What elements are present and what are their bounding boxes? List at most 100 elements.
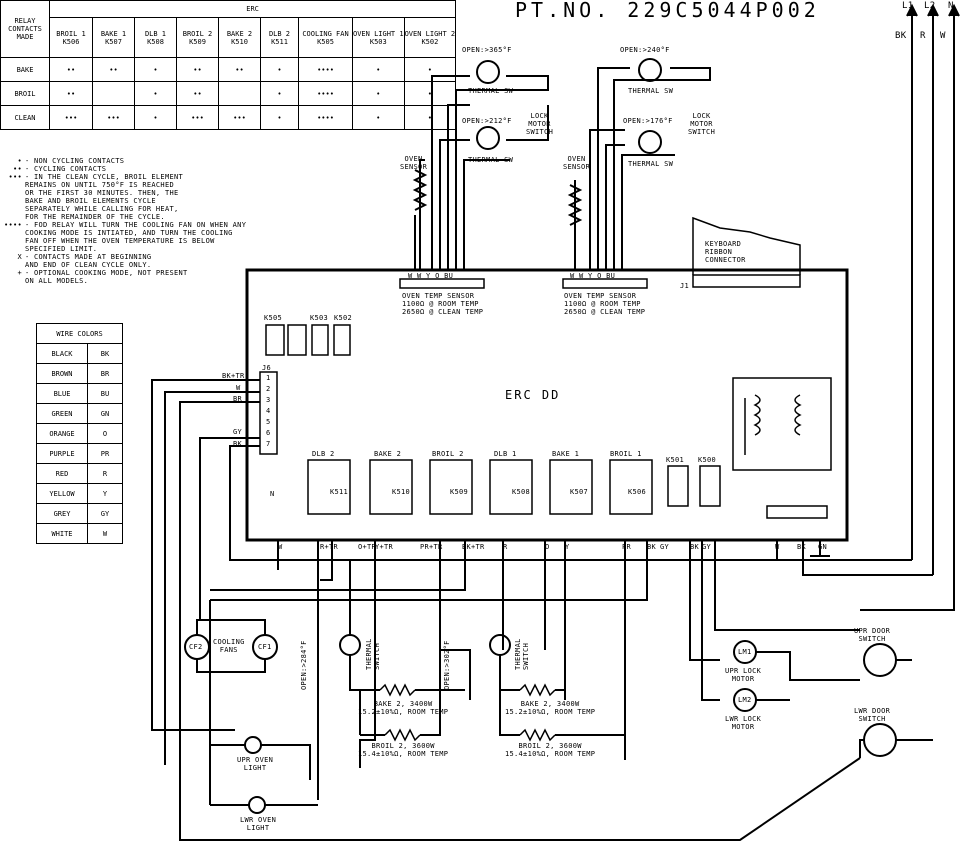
- relay-col-header: BROIL 2 K509: [176, 17, 219, 58]
- relay-k-label: K509: [450, 488, 469, 496]
- lwr-lock-label: LWR LOCK MOTOR: [725, 715, 762, 731]
- relay-col-header: COOLING FAN K505: [298, 17, 353, 58]
- relay-k-label: K507: [570, 488, 589, 496]
- k502-label: K502: [334, 314, 353, 322]
- open302-label: OPEN:>302°F: [443, 640, 451, 690]
- thermal-switch-left: THERMAL SWITCH: [365, 638, 381, 670]
- j6-pin: 7: [266, 440, 271, 448]
- bake2-spec-left: BAKE 2, 3400W 15.2±10%Ω, ROOM TEMP: [358, 700, 449, 716]
- j6-wire-bktr: BK+TR: [222, 372, 245, 380]
- erc-dd-label: ERC DD: [505, 388, 561, 402]
- j6-wire-bk: BK: [233, 440, 243, 448]
- power-n: N: [948, 1, 954, 11]
- thermal-sw-1: THERMAL SW: [468, 87, 514, 95]
- legend-item: X- CONTACTS MADE AT BEGINNING AND END OF…: [17, 253, 152, 269]
- relay-group-label: BAKE 2: [374, 450, 402, 458]
- k500-label: K500: [698, 456, 717, 464]
- pin-w-right: W W Y O BU: [570, 272, 616, 280]
- relay-col-header: OVEN LIGHT 1 K503: [352, 17, 405, 58]
- power-l2: L2: [924, 1, 936, 11]
- bottom-wire-label: BK+TR: [462, 543, 485, 551]
- pin-w-left: W W Y O BU: [408, 272, 454, 280]
- k503-label: K503: [310, 314, 329, 322]
- thermal-sw-4: THERMAL SW: [628, 160, 674, 168]
- legend-item: ••••- FOD RELAY WILL TURN THE COOLING FA…: [3, 221, 247, 253]
- sensor-spec-2: OVEN TEMP SENSOR 1100Ω @ ROOM TEMP 2650Ω…: [564, 292, 646, 316]
- lock-motor-switch-2: LOCK MOTOR SWITCH: [688, 112, 716, 136]
- bottom-wire-label: GY: [702, 543, 712, 551]
- thermal-sw-3: THERMAL SW: [628, 87, 674, 95]
- j6-pin: 2: [266, 385, 271, 393]
- lock-motor-switch-1: LOCK MOTOR SWITCH: [526, 112, 554, 136]
- j6-wire-gy: GY: [233, 428, 243, 436]
- thermal-sw-2: THERMAL SW: [468, 156, 514, 164]
- bottom-wire-label: GN: [818, 543, 828, 551]
- bottom-wire-label: PR+TR: [420, 543, 443, 551]
- thermal-switch-right: THERMAL SWITCH: [514, 638, 530, 670]
- part-number: PT.NO. 229C5044P002: [515, 0, 820, 22]
- power-r: R: [920, 31, 926, 41]
- relay-col-header: OVEN LIGHT 2 K502: [403, 17, 457, 58]
- cf1-label: CF1: [258, 643, 272, 651]
- relay-k-label: K506: [628, 488, 647, 496]
- bottom-wire-label: R: [503, 543, 508, 551]
- open365-label: OPEN:>365°F: [462, 46, 512, 54]
- k501-label: K501: [666, 456, 685, 464]
- power-l1: L1: [902, 1, 914, 11]
- open176-label: OPEN:>176°F: [623, 117, 673, 125]
- lm2-label: LM2: [738, 696, 752, 704]
- oven-sensor-1: OVEN SENSOR: [400, 155, 428, 171]
- lwr-door-label: LWR DOOR SWITCH: [854, 707, 891, 723]
- relay-cell: •••: [49, 105, 93, 130]
- bottom-wire-label: Y+TR: [375, 543, 394, 551]
- relay-cell: •: [403, 57, 457, 82]
- broil2-spec-left: BROIL 2, 3600W 15.4±10%Ω, ROOM TEMP: [358, 742, 449, 758]
- j6-wire-w: W: [236, 384, 241, 392]
- bottom-wire-label: W: [278, 543, 283, 551]
- relay-row: BROIL••••••••••••: [0, 81, 457, 106]
- relay-group-label: BAKE 1: [552, 450, 580, 458]
- relay-group-label: BROIL 1: [610, 450, 642, 458]
- open212-label: OPEN:>212°F: [462, 117, 512, 125]
- bottom-wire-label: Y: [565, 543, 570, 551]
- oven-sensor-2: OVEN SENSOR: [563, 155, 591, 171]
- keyboard-connector-label: KEYBOARD RIBBON CONNECTOR: [705, 240, 746, 264]
- upr-lock-label: UPR LOCK MOTOR: [725, 667, 762, 683]
- sensor-spec-1: OVEN TEMP SENSOR 1100Ω @ ROOM TEMP 2650Ω…: [402, 292, 484, 316]
- bake2-spec-right: BAKE 2, 3400W 15.2±10%Ω, ROOM TEMP: [505, 700, 596, 716]
- broil2-spec-right: BROIL 2, 3600W 15.4±10%Ω, ROOM TEMP: [505, 742, 596, 758]
- bottom-wire-label: GY: [660, 543, 670, 551]
- k505-label: K505: [264, 314, 283, 322]
- power-bk: BK: [895, 31, 907, 41]
- lwr-light-label: LWR OVEN LIGHT: [240, 816, 277, 832]
- legend-item: +- OPTIONAL COOKING MODE, NOT PRESENT ON…: [17, 269, 188, 285]
- relay-mode: CLEAN: [0, 105, 50, 130]
- legend-item: ••- CYCLING CONTACTS: [12, 165, 107, 173]
- table-corner: RELAY CONTACTS MADE: [0, 0, 50, 58]
- relay-k-label: K511: [330, 488, 349, 496]
- relay-cell: •: [352, 105, 405, 130]
- relay-row: BAKE••••••••••••••••: [0, 57, 457, 82]
- bottom-wire-label: BK: [797, 543, 807, 551]
- j6-label: J6: [262, 364, 272, 372]
- bottom-wire-label: O: [545, 543, 550, 551]
- legend: •- NON CYCLING CONTACTS••- CYCLING CONTA…: [0, 157, 310, 285]
- j6-pin: 6: [266, 429, 271, 437]
- open284-label: OPEN:>284°F: [300, 640, 308, 690]
- cf2-label: CF2: [189, 643, 203, 651]
- bottom-wire-label: PR: [622, 543, 632, 551]
- j1-label: J1: [680, 282, 690, 290]
- legend-item: •••- IN THE CLEAN CYCLE, BROIL ELEMENT R…: [8, 173, 184, 221]
- power-w: W: [940, 31, 946, 41]
- neutral-label: N: [270, 490, 275, 498]
- relay-group-label: DLB 1: [494, 450, 517, 458]
- relay-cell: •: [352, 57, 405, 82]
